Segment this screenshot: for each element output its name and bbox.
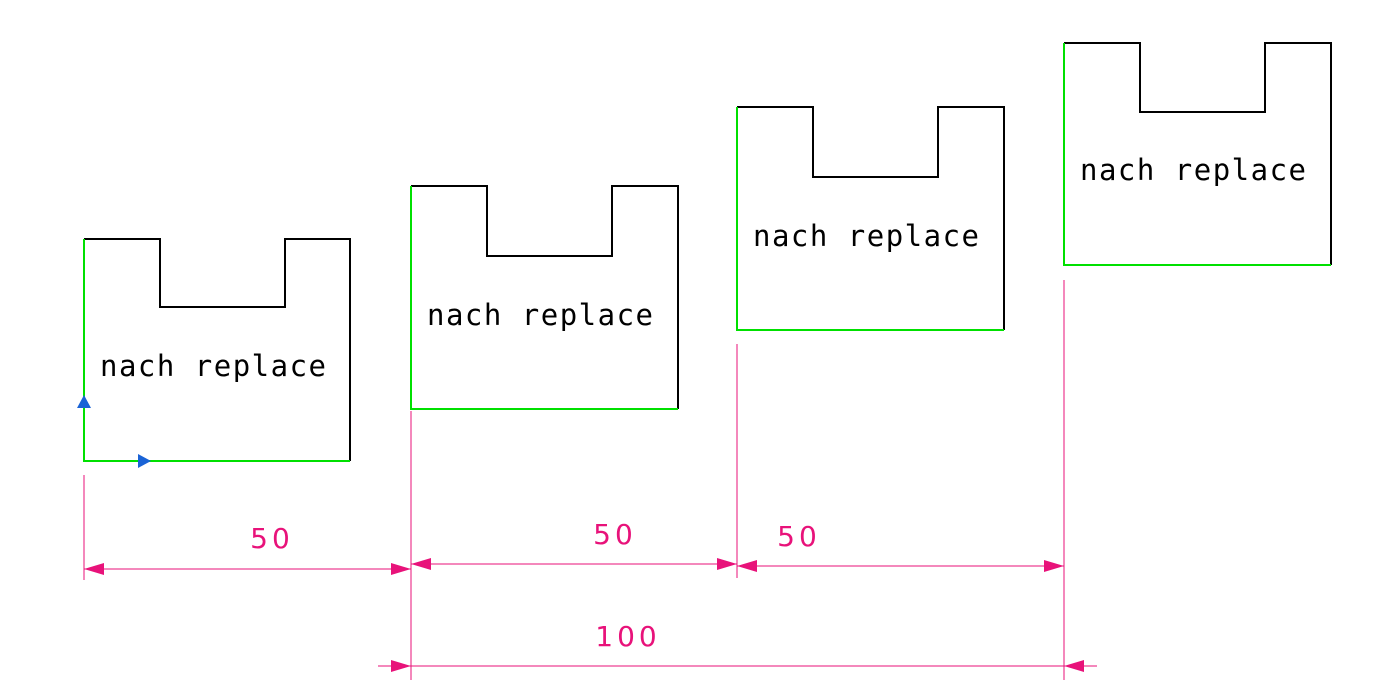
part-1-reference-edge xyxy=(83,239,350,462)
part-2[interactable]: nach replace xyxy=(410,185,679,410)
part-3-outline xyxy=(737,106,1005,330)
dimension-arrow-icon xyxy=(737,560,757,572)
part-1[interactable]: nach replace xyxy=(77,238,351,468)
part-4[interactable]: nach replace xyxy=(1063,42,1332,266)
part-2-label: nach replace xyxy=(427,298,655,332)
dimension-1-value: 50 xyxy=(250,522,294,555)
dimension-1[interactable]: 50 xyxy=(84,522,411,575)
part-3[interactable]: nach replace xyxy=(736,106,1005,331)
dimension-arrow-icon xyxy=(1044,560,1064,572)
dimension-arrow-icon xyxy=(391,660,411,672)
part-3-reference-edge xyxy=(736,107,1004,331)
dimension-arrow-icon xyxy=(391,563,411,575)
part-1-label: nach replace xyxy=(100,349,328,383)
axis-arrow-right-icon xyxy=(138,454,151,468)
dimension-arrow-icon xyxy=(84,563,104,575)
part-2-outline xyxy=(411,185,679,409)
dimension-3-value: 50 xyxy=(777,520,821,553)
part-4-reference-edge xyxy=(1063,43,1331,266)
extension-lines xyxy=(83,280,1065,680)
dimension-arrow-icon xyxy=(1064,660,1084,672)
part-2-reference-edge xyxy=(410,186,678,410)
dimension-4-value: 100 xyxy=(595,620,660,653)
dimension-arrow-icon xyxy=(411,558,431,570)
part-1-outline xyxy=(84,238,351,461)
part-4-outline xyxy=(1064,42,1332,265)
axis-arrow-up-icon xyxy=(77,395,91,408)
dimension-3[interactable]: 50 xyxy=(737,520,1064,572)
dimension-4[interactable]: 100 xyxy=(378,620,1097,672)
part-3-label: nach replace xyxy=(753,219,981,253)
dimension-arrow-icon xyxy=(717,558,737,570)
part-4-label: nach replace xyxy=(1080,153,1308,187)
dimension-2-value: 50 xyxy=(593,518,637,551)
dimension-2[interactable]: 50 xyxy=(411,518,737,570)
